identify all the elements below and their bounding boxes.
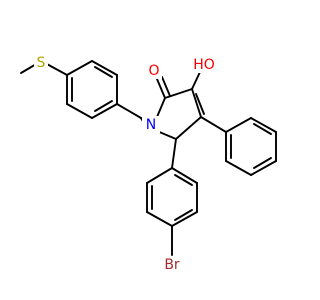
bond-to-phenyl — [200, 116, 227, 133]
bond-carbonyl-1 — [156, 78, 166, 99]
phenyl-ring — [225, 117, 277, 176]
molecule-structure: S O HO N Br — [20, 55, 277, 273]
hydroxyl-label: HO — [193, 57, 215, 73]
structure-canvas: S O HO N Br — [20, 55, 277, 273]
bond-s-aryl — [44, 62, 68, 76]
bromine-label: Br — [164, 257, 180, 273]
bromophenyl-ring — [146, 167, 198, 227]
bond-to-bromophenyl — [171, 138, 177, 169]
pyrrolone-ring — [156, 88, 205, 140]
bond-ring-ch2 — [116, 103, 142, 119]
sulfur-label: S — [37, 55, 46, 71]
carbonyl-oxygen-label: O — [148, 63, 159, 79]
bond-c-oh — [191, 71, 201, 90]
bond-carbonyl-2 — [161, 76, 171, 97]
methylthio-benzene-ring — [66, 60, 118, 119]
nitrogen-label: N — [146, 117, 156, 133]
